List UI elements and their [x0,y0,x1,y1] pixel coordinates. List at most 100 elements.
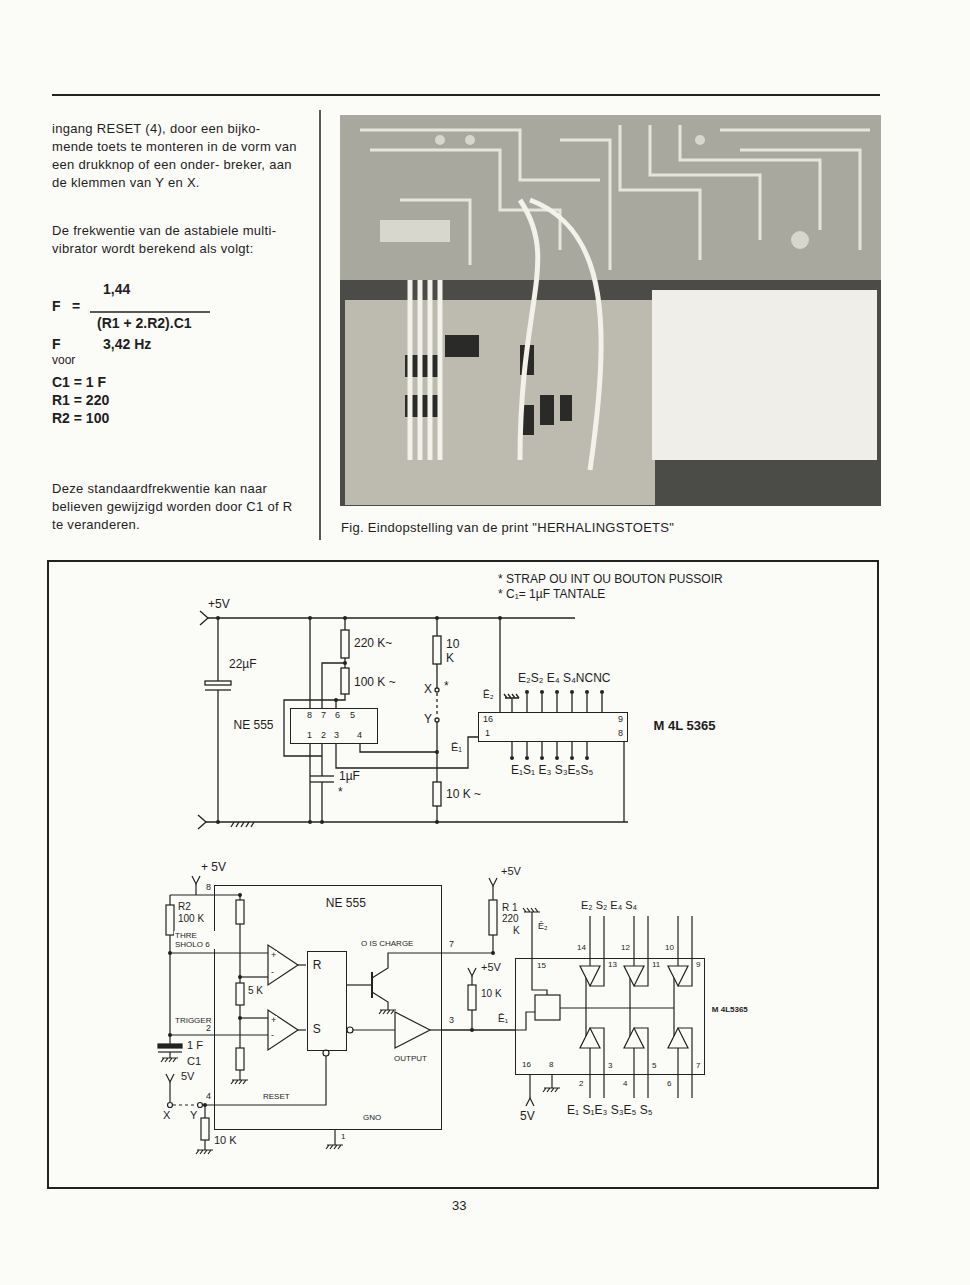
bottom-schematic-wires [551,1075,552,1088]
top-schematic-wires [206,821,628,822]
junction-dots [510,756,514,760]
schematic-label: +5V [480,962,502,973]
bottom-schematic-wires [468,968,476,976]
null [520,200,538,460]
pin-number: 9 [695,961,701,969]
junction-dots [585,690,589,694]
page-number: 33 [452,1199,466,1212]
bottom-schematic-wires [590,1028,692,1098]
pin-number: 12 [620,944,631,952]
schematic-label: Ē₁ [450,742,463,753]
top-schematic-wires [433,782,441,806]
page-rule [52,94,880,96]
top-schematic-wires [205,681,231,685]
null [720,129,870,132]
schematic-label: RESET [262,1093,291,1101]
top-schematic-wires [360,744,437,752]
schematic-label: - [270,968,275,977]
formula-text: (R1 + 2.R2).C1 [97,316,192,330]
ic-label: M 4L 5365 [654,719,716,732]
body-text: De frekwentie van de astabiele multi- vi… [52,222,302,258]
junction-dots [320,820,324,824]
bottom-schematic-wires [515,1012,535,1030]
formula-text: R1 = 220 [52,393,109,407]
junction-dots [525,756,529,760]
bottom-schematic-wires [198,1103,203,1108]
top-schematic-wires [504,694,519,698]
schematic-label: + [270,1016,277,1025]
bottom-schematic-wires [471,1010,472,1030]
pin-number: 4 [622,1080,628,1088]
formula-text: F [52,337,61,351]
bottom-schematic-wires [580,966,600,986]
formula-text: = [72,299,80,313]
bottom-schematic-wires [173,1104,197,1105]
null [438,280,443,460]
top-schematic-wires [217,618,218,681]
bottom-schematic-wires [236,983,244,1005]
pin-number: 4 [356,731,363,740]
schematic-label: 10 K [445,638,465,666]
schematic-label: E₁ S₁E₃ S₃E₅ S₅ [566,1104,654,1116]
pin-number: 1 [340,1133,346,1141]
ic-label: R [313,959,322,971]
bottom-schematic-wires [169,1052,170,1058]
top-schematic-wires [436,806,437,822]
top-schematic-wires [231,822,254,827]
bottom-schematic-wires [158,1044,182,1048]
pin-number: 16 [482,715,494,724]
schematic-label: Ē₂ [537,922,549,931]
bottom-schematic-wires [668,966,688,986]
photo [652,290,877,460]
schematic-label: X [162,1110,171,1121]
bottom-schematic-wires [372,953,493,978]
top-schematic-wires [435,688,439,692]
bottom-schematic-wires [268,945,298,985]
junction-dots [555,690,559,694]
top-schematic-wires [527,694,602,712]
schematic-label: R2 [177,902,192,912]
pin-number: 3 [333,731,340,740]
pin-number: 5 [651,1062,657,1070]
top-schematic-wires [435,718,439,722]
bottom-schematic-wires [240,976,268,977]
pin-number: 7 [695,1062,701,1070]
bottom-schematic-wires [166,905,174,935]
null [380,135,809,249]
top-schematic-wires [198,815,206,829]
schematic-label: * [443,680,450,692]
bottom-schematic-wires [371,972,373,998]
top-schematic-wires [623,742,624,822]
bottom-schematic-wires [169,935,170,1044]
top-schematic-wires [309,618,310,708]
schematic-label: 100 K ~ [353,676,397,688]
top-schematic-wires [217,690,218,822]
schematic-label: THRE SHOLO 6 [174,931,220,949]
top-schematic-wires [309,744,310,822]
null [530,200,601,470]
pin-number: 16 [521,1061,532,1069]
bottom-schematic-wires [166,1074,174,1082]
ic-label: S [313,1023,321,1035]
bottom-schematic-wires [203,1056,326,1105]
page-rule [52,95,880,540]
bottom-schematic-wires [236,1048,244,1070]
null [418,280,423,460]
null [360,125,870,270]
bottom-schematic-wires [526,1098,534,1106]
null [428,280,433,460]
bottom-schematic-wires [239,1070,240,1080]
page-rule [319,110,321,540]
pin-number: 8 [306,711,313,720]
junction-dots [570,756,574,760]
schematic-label: + [270,951,277,960]
bottom-schematic-wires [158,876,692,1154]
bottom-schematic-wires [204,1105,205,1118]
schematic-label: 1 F [186,1040,204,1051]
bottom-schematic-wires [586,978,674,1008]
bottom-schematic-wires [543,1088,560,1092]
bottom-schematic-wires [169,1082,170,1102]
